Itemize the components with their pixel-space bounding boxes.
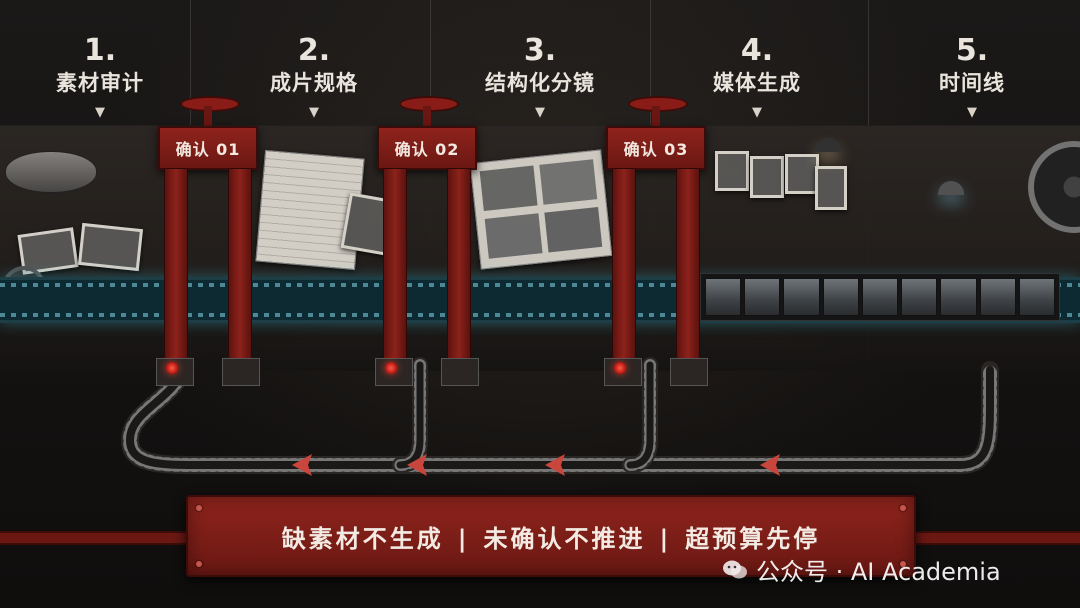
film-frame [783,278,820,316]
valve-stem [652,106,660,128]
film-sprocket-holes [0,283,1080,287]
step-header-4: 4. 媒体生成 ▼ [672,34,842,122]
gate-header: 确认 01 [158,126,258,170]
photo-print [77,222,144,272]
step-title: 时间线 [939,71,1005,95]
film-frame [940,278,977,316]
banner-rail-left [0,531,186,545]
gate-base [222,358,260,386]
film-sprocket-holes [0,313,1080,317]
step-number: 3. [523,33,557,68]
gate-label: 确认 02 [394,140,460,159]
rule-no-confirm: 未确认不推进 [483,524,646,553]
film-reel-icon [1028,141,1080,233]
separator: | [659,524,672,553]
rivet [196,505,202,511]
gate-header: 确认 02 [377,126,477,170]
red-indicator-light-icon [166,362,178,374]
lamp-icon [938,181,964,195]
confirm-gate-02: 确认 02 [375,96,479,386]
film-canister-icon [5,151,97,193]
film-frame [1018,278,1055,316]
wechat-icon [723,560,747,578]
rule-no-asset: 缺素材不生成 [281,524,444,553]
hanging-photo [815,166,847,210]
gate-base [670,358,708,386]
step-title: 素材审计 [56,71,144,95]
down-arrow-icon: ▼ [309,105,319,120]
lamp-icon [815,138,841,152]
film-frame [822,278,859,316]
banner-text: 缺素材不生成 | 未确认不推进 | 超预算先停 [282,519,821,554]
step-number: 4. [740,33,774,68]
rivet [900,561,906,567]
down-arrow-icon: ▼ [967,105,977,120]
valve-stem [423,106,431,128]
confirm-gate-03: 确认 03 [604,96,708,386]
watermark: 公众号 · AI Academia [722,552,1001,587]
separator: | [457,524,470,553]
scene-timeline [868,125,1080,371]
step-number: 2. [297,33,331,68]
rivet [196,561,202,567]
step-header-5: 5. 时间线 ▼ [887,34,1057,122]
gate-label: 确认 03 [623,140,689,159]
banner-rail-right [916,531,1080,545]
rivet [900,505,906,511]
red-indicator-light-icon [385,362,397,374]
step-number: 1. [83,33,117,68]
watermark-text: 公众号 · AI Academia [756,558,1001,586]
step-title: 媒体生成 [713,71,801,95]
film-frame [861,278,899,316]
film-frame [744,278,781,316]
step-header-2: 2. 成片规格 ▼ [229,34,399,122]
rules-banner: 缺素材不生成 | 未确认不推进 | 超预算先停 [186,495,916,577]
red-indicator-light-icon [614,362,626,374]
film-frame [901,278,938,316]
film-frame [705,278,742,316]
down-arrow-icon: ▼ [752,105,762,120]
gate-label: 确认 01 [175,140,241,159]
gate-pillar [383,168,407,370]
step-header-1: 1. 素材审计 ▼ [15,34,185,122]
valve-stem [204,106,212,128]
gate-pillar [612,168,636,370]
down-arrow-icon: ▼ [535,105,545,120]
gate-pillar [228,168,252,370]
confirm-gate-01: 确认 01 [156,96,260,386]
step-title: 结构化分镜 [485,71,595,95]
gate-header: 确认 03 [606,126,706,170]
storyboard-sheet [469,149,613,270]
hanging-photo [750,156,784,198]
gate-pillar [676,168,700,370]
down-arrow-icon: ▼ [95,105,105,120]
film-frame [979,278,1016,316]
hanging-photo [785,154,819,194]
hanging-photo [715,151,749,191]
gate-pillar [447,168,471,370]
gate-base [441,358,479,386]
gate-pillar [164,168,188,370]
step-title: 成片规格 [270,71,358,95]
rule-over-budget: 超预算先停 [685,524,821,553]
step-header-3: 3. 结构化分镜 ▼ [455,34,625,122]
step-number: 5. [955,33,989,68]
film-frames [700,273,1060,321]
